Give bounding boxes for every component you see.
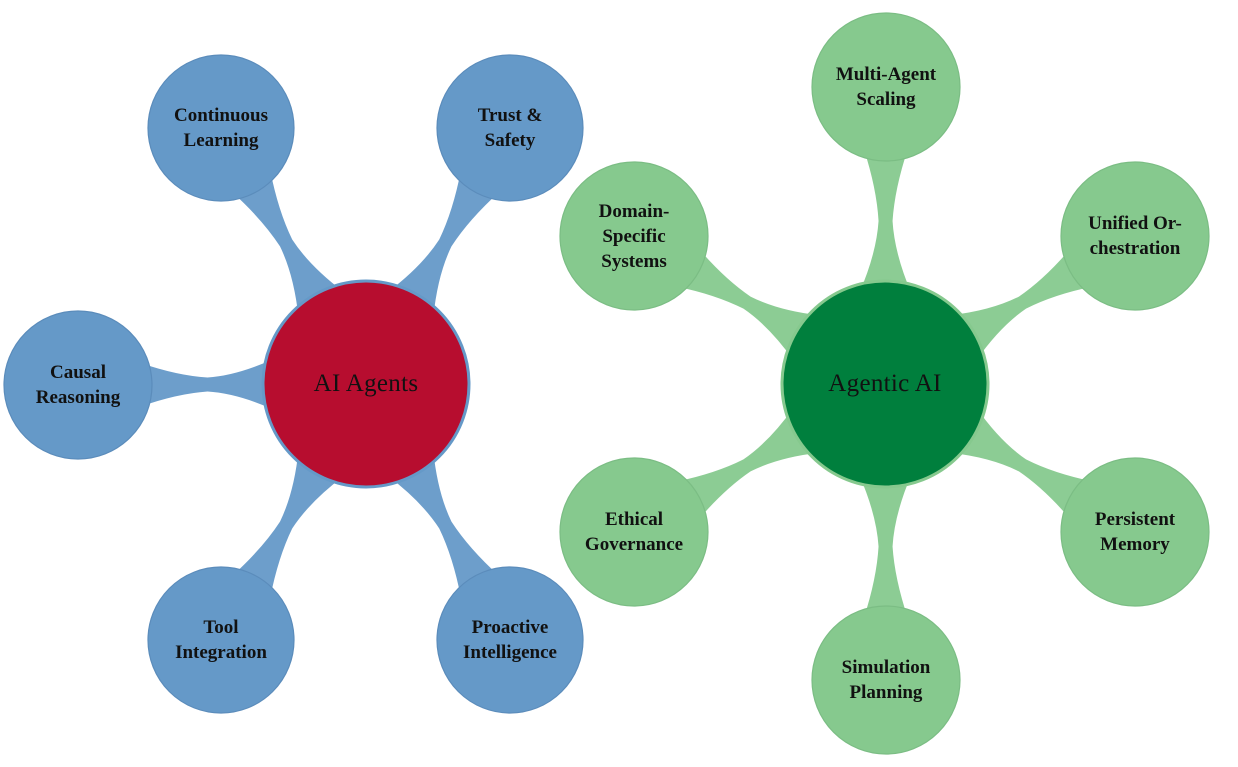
multi-agent-scaling-branch bbox=[859, 148, 912, 294]
tool-integration-branch bbox=[231, 450, 344, 598]
tool-integration-node bbox=[147, 566, 295, 714]
domain-specific-systems-branch bbox=[676, 248, 820, 361]
unified-orchestration-node bbox=[1060, 161, 1210, 311]
agentic-ai-center-node bbox=[780, 279, 990, 489]
persistent-memory-node bbox=[1060, 457, 1210, 607]
proactive-intelligence-branch bbox=[387, 450, 500, 598]
simulation-planning-node bbox=[811, 605, 961, 755]
multi-agent-scaling-node bbox=[811, 12, 961, 162]
ethical-governance-node bbox=[559, 457, 709, 607]
domain-specific-systems-node bbox=[559, 161, 709, 311]
continuous-learning-node bbox=[147, 54, 295, 202]
ai-agents-center-node bbox=[261, 279, 471, 489]
unified-orchestration-branch bbox=[950, 248, 1093, 361]
agentic-ai-branches bbox=[676, 148, 1093, 619]
continuous-learning-branch bbox=[231, 170, 344, 318]
trust-safety-node bbox=[436, 54, 584, 202]
simulation-planning-branch bbox=[859, 474, 912, 619]
agentic-ai-map bbox=[559, 12, 1210, 755]
ai-agents-map bbox=[3, 54, 584, 714]
ethical-governance-branch bbox=[676, 407, 820, 520]
causal-reasoning-node bbox=[3, 310, 153, 460]
persistent-memory-branch bbox=[950, 407, 1093, 520]
trust-safety-branch bbox=[387, 170, 500, 318]
causal-reasoning-branch bbox=[139, 358, 276, 411]
proactive-intelligence-node bbox=[436, 566, 584, 714]
ai-agents-branches bbox=[139, 170, 500, 598]
